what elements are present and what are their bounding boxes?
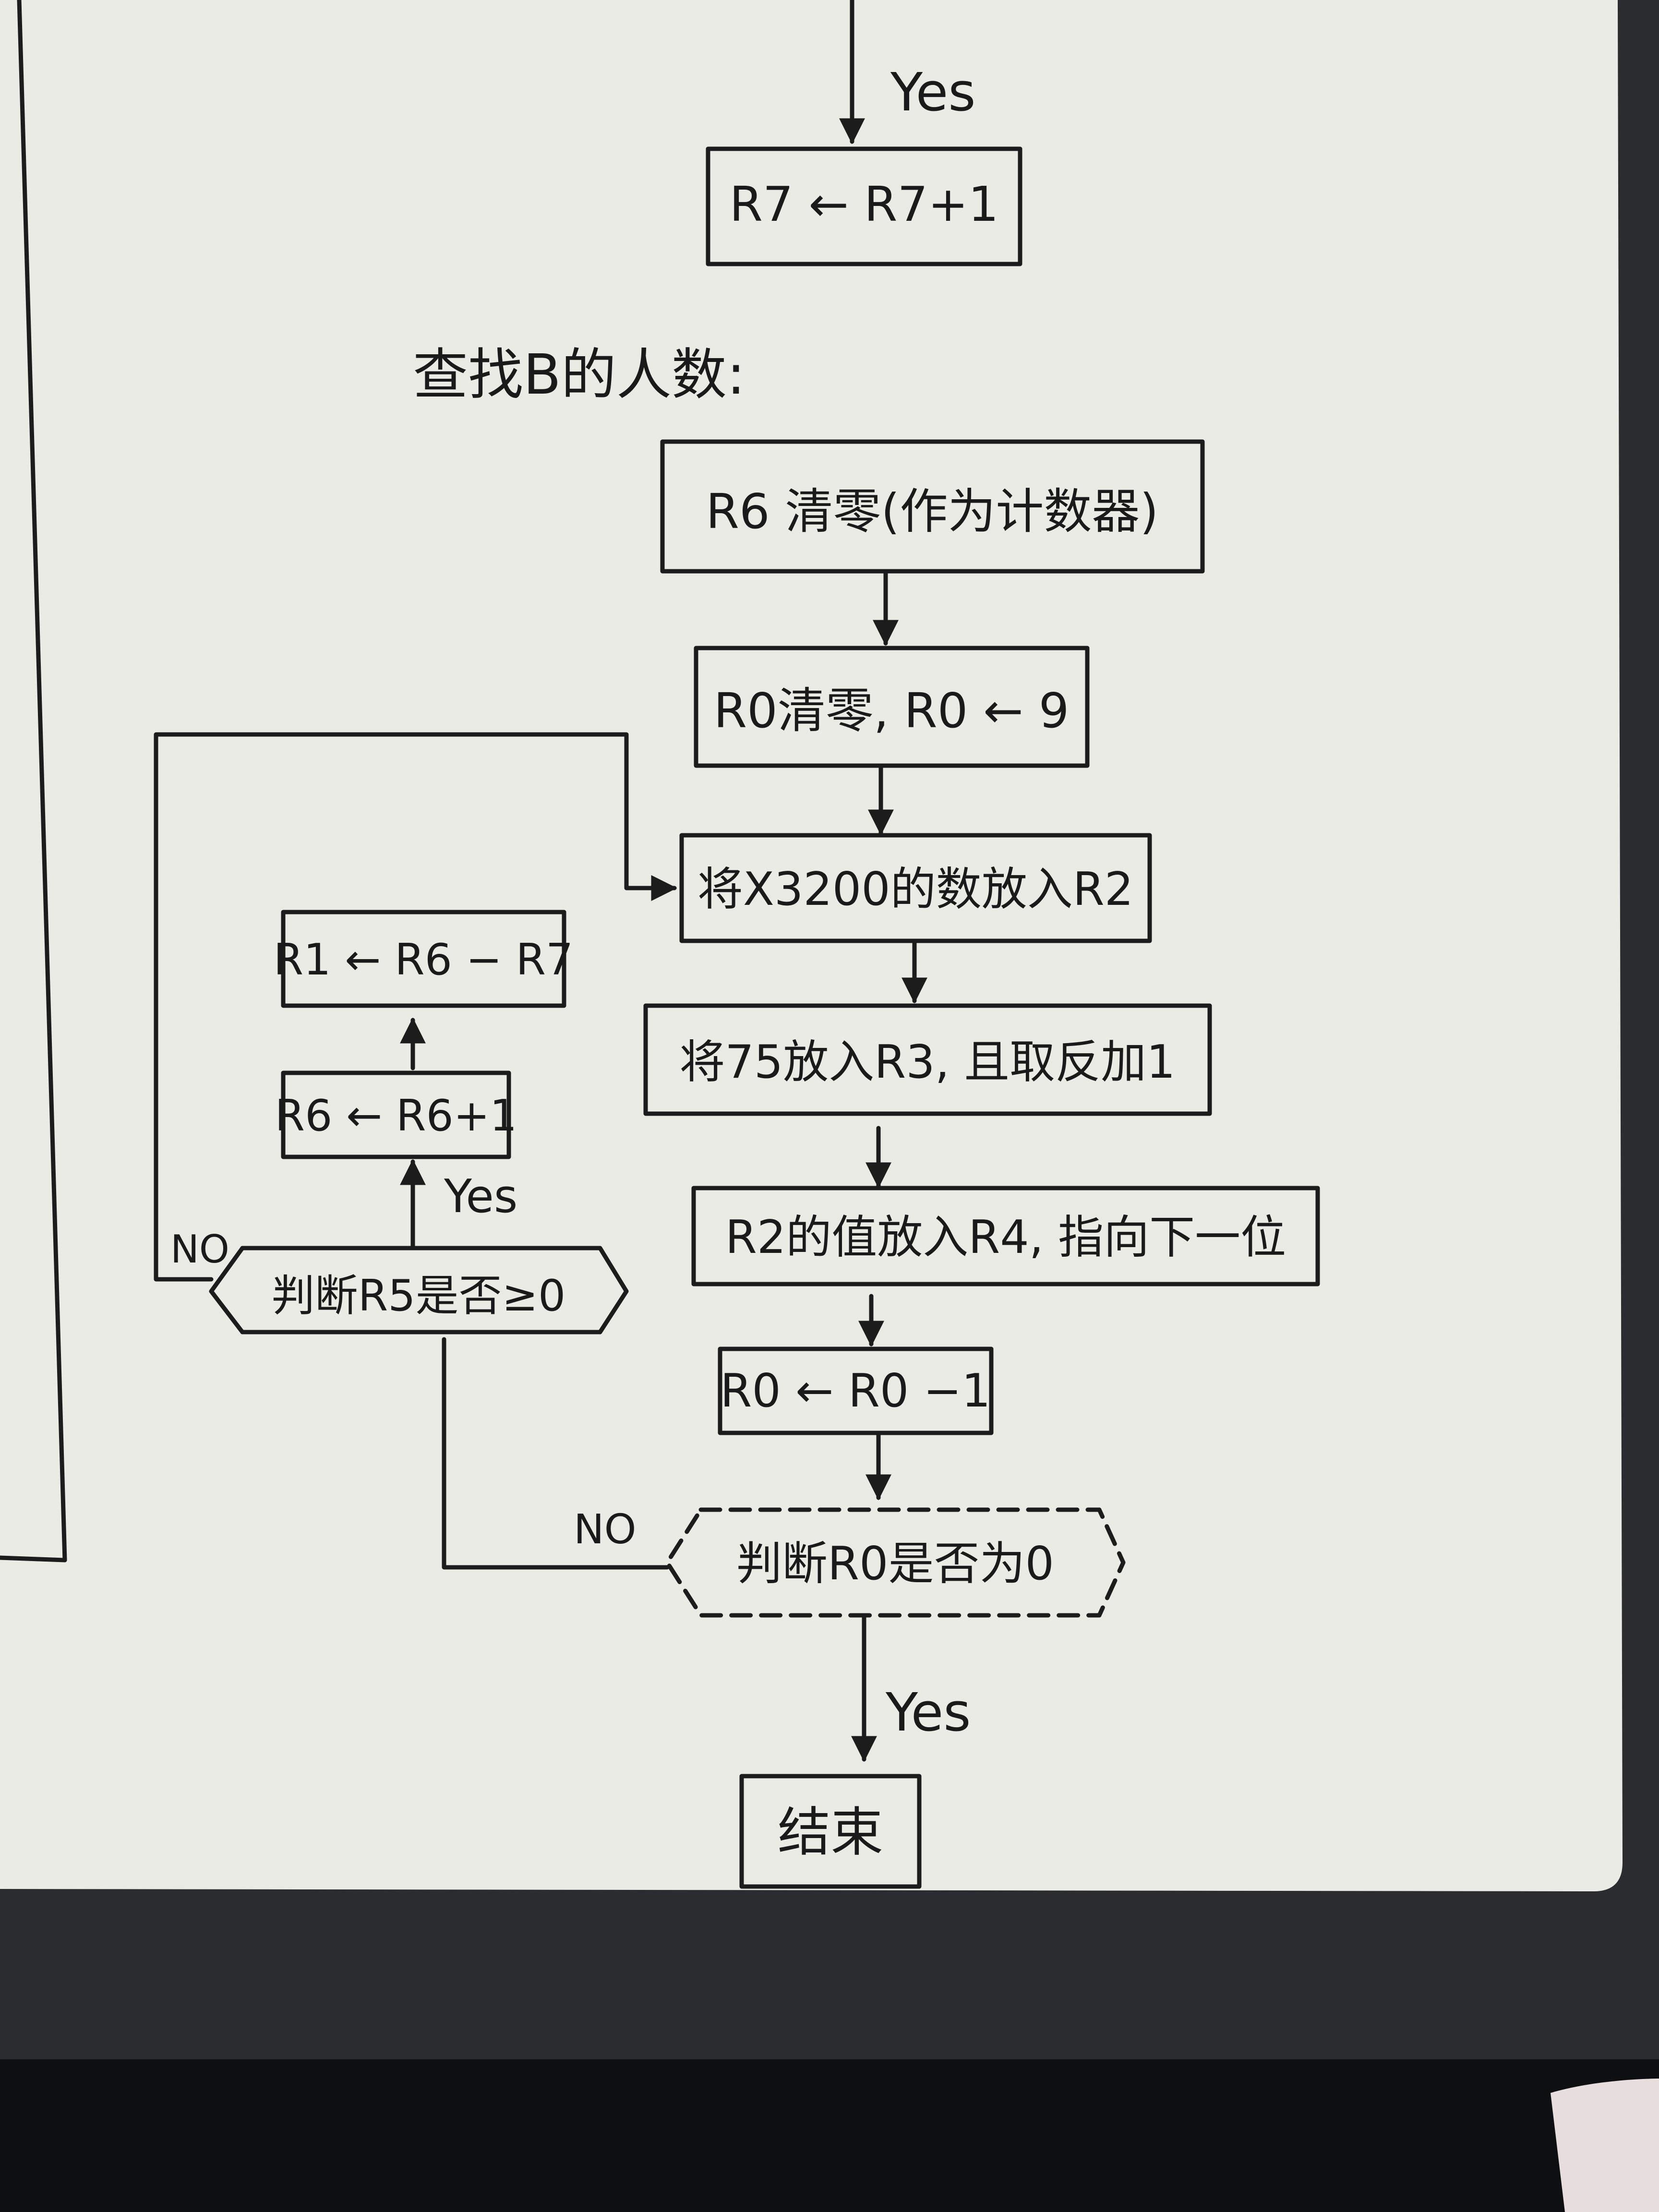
sub-r1-text: R1 ← R6 − R7 bbox=[274, 935, 574, 985]
check-r0-no-label: NO bbox=[574, 1506, 637, 1553]
sub-r1-box bbox=[281, 910, 566, 1008]
load-r3-box bbox=[643, 1003, 1212, 1116]
inc-r6-box bbox=[281, 1070, 511, 1159]
check-r5-yes-label: Yes bbox=[444, 1170, 517, 1223]
check-r5-decision bbox=[209, 1246, 629, 1334]
load-r3-text: 将75放入R3, 且取反加1 bbox=[679, 1036, 1175, 1089]
top-yes-label: Yes bbox=[890, 61, 976, 123]
check-r5-no-loop bbox=[154, 732, 677, 1282]
previous-section-return bbox=[0, 1555, 67, 1563]
hand-corner bbox=[1551, 2079, 1659, 2212]
dec-r0-box bbox=[718, 1346, 994, 1435]
check-r0-no-line bbox=[442, 1337, 670, 1570]
init-r0-box bbox=[694, 646, 1090, 768]
increment-r7-text: R7 ← R7+1 bbox=[730, 176, 999, 232]
inc-r6-text: R6 ← R6+1 bbox=[275, 1091, 517, 1141]
load-r2-text: 将X3200的数放入R2 bbox=[697, 863, 1133, 916]
desk-shadow bbox=[0, 2059, 1659, 2212]
store-r4-box bbox=[691, 1186, 1320, 1286]
section-title: 查找B的人数: bbox=[413, 343, 745, 407]
check-r0-decision bbox=[665, 1507, 1126, 1618]
end-box bbox=[739, 1774, 922, 1889]
init-r0-text: R0清零, R0 ← 9 bbox=[714, 683, 1070, 739]
dec-r0-text: R0 ← R0 −1 bbox=[720, 1365, 990, 1418]
load-r2-box bbox=[679, 833, 1152, 943]
store-r4-text: R2的值放入R4, 指向下一位 bbox=[725, 1211, 1286, 1264]
paper-sheet bbox=[0, 0, 1623, 1891]
increment-r7-box bbox=[706, 146, 1022, 266]
clear-r6-box bbox=[660, 439, 1205, 574]
previous-section-line bbox=[17, 0, 67, 1563]
clear-r6-text: R6 清零(作为计数器) bbox=[706, 483, 1159, 540]
check-r0-yes-label: Yes bbox=[885, 1682, 971, 1743]
check-r5-no-label: NO bbox=[170, 1227, 229, 1272]
check-r0-text: 判断R0是否为0 bbox=[736, 1538, 1054, 1590]
check-r5-text: 判断R5是否≥0 bbox=[272, 1271, 565, 1321]
end-text: 结束 bbox=[778, 1802, 883, 1863]
